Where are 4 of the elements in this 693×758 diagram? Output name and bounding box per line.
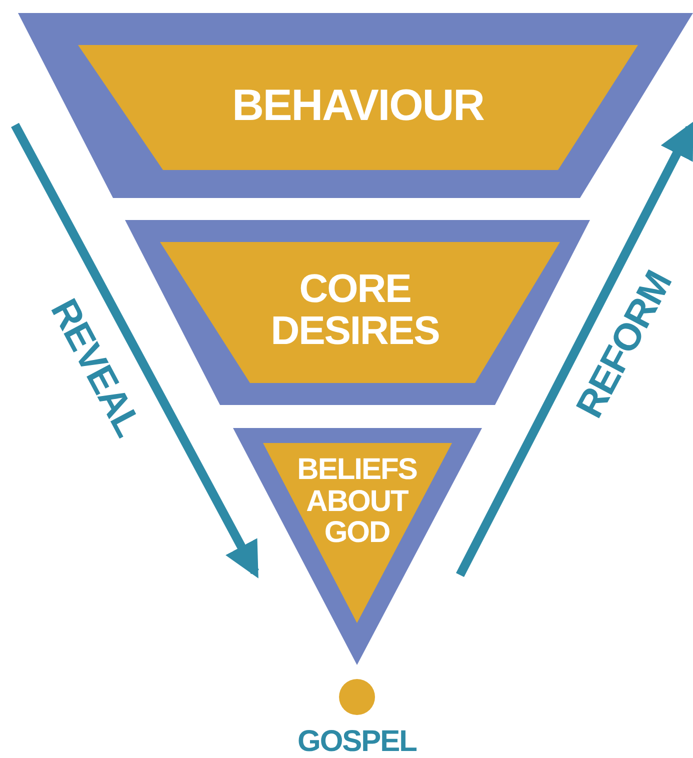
stage-label: BEHAVIOUR [231, 83, 485, 130]
stage-label: CORE DESIRES [270, 268, 440, 352]
caption-label: GOSPEL [297, 725, 417, 758]
stage-label: BELIEFS ABOUT GOD [296, 454, 418, 548]
